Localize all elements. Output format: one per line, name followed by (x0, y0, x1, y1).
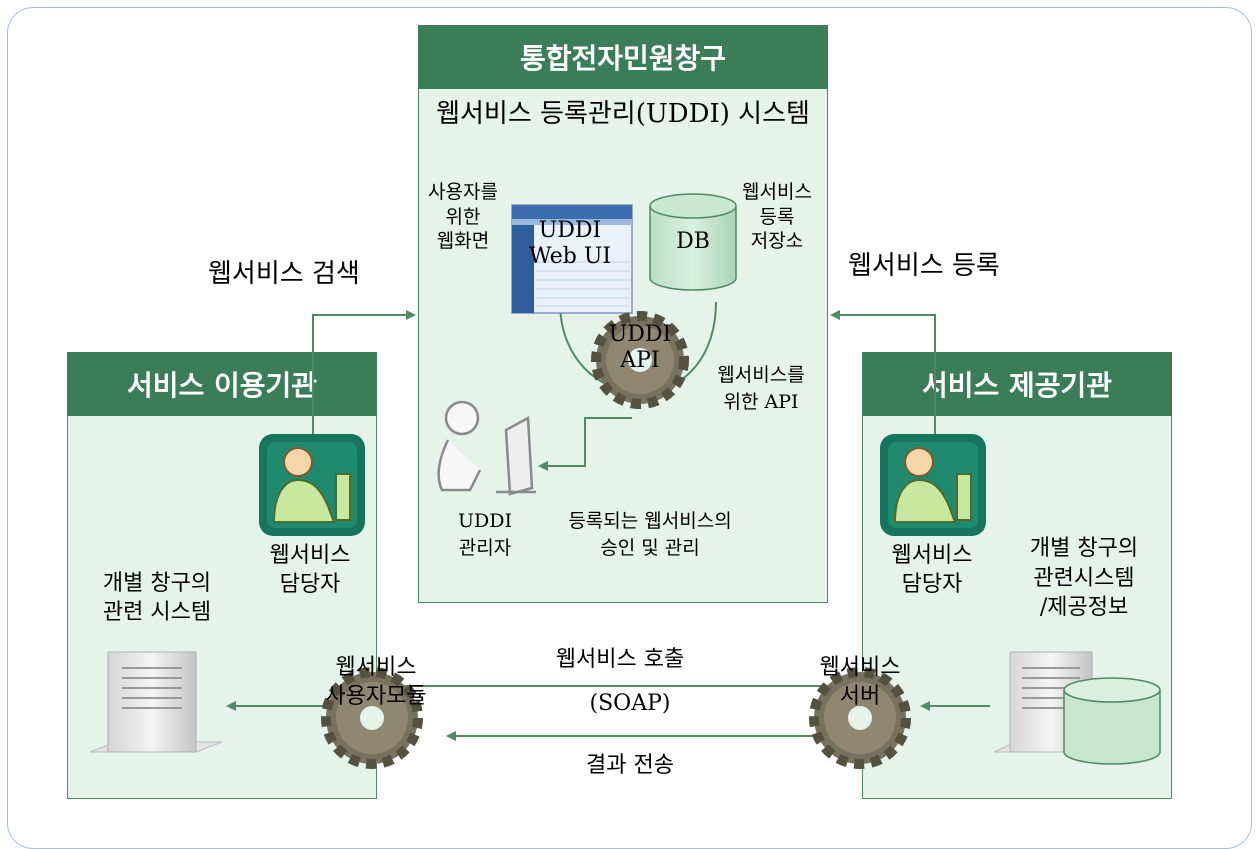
module-label: 웹서비스 사용자모듈 (325, 655, 427, 709)
server-label: 웹서비스 서버 (819, 655, 901, 709)
server-gear (809, 667, 911, 769)
right-person-label: 웹서비스 담당자 (891, 543, 973, 597)
left-server-icon (89, 651, 223, 753)
diagram-graphics (89, 193, 1161, 769)
search-label: 웹서비스 검색 (208, 259, 360, 289)
admin-caption: 등록되는 웹서비스의 승인 및 관리 (568, 510, 732, 559)
left-person-label: 웹서비스 담당자 (269, 543, 351, 597)
admin-label: UDDI 관리자 (458, 510, 512, 559)
protocol-label: (SOAP) (589, 691, 671, 716)
api-to-admin-arrow (538, 417, 632, 471)
left-header: 서비스 이용기관 (67, 352, 377, 416)
webui-caption: 사용자를 위한 웹화면 (428, 181, 498, 253)
register-label: 웹서비스 등록 (848, 251, 1000, 281)
admin-figure (437, 400, 536, 496)
search-arrow (312, 310, 416, 438)
db-cylinder (649, 193, 737, 291)
webui-label: UDDI Web UI (528, 218, 612, 270)
right-system-label: 개별 창구의 관련시스템 /제공정보 (1029, 536, 1139, 621)
register-arrow (830, 310, 936, 438)
result-label: 결과 전송 (586, 753, 674, 778)
right-header: 서비스 제공기관 (862, 352, 1172, 416)
center-header: 통합전자민원창구 (418, 25, 828, 89)
api-gear (591, 311, 689, 409)
db-caption: 웹서비스 등록 저장소 (742, 181, 812, 253)
module-gear (321, 667, 423, 769)
right-person-icon (880, 434, 986, 536)
center-panel (418, 25, 828, 603)
left-person-icon (259, 434, 365, 536)
api-caption: 웹서비스를 위한 API (717, 364, 805, 413)
db-label: DB (676, 229, 710, 254)
right-db-cylinder (1063, 677, 1161, 765)
webui-screenshot (511, 204, 633, 314)
left-system-label: 개별 창구의 관련 시스템 (102, 571, 212, 625)
api-label: UDDI API (608, 322, 672, 374)
center-subtitle: 웹서비스 등록관리(UDDI) 시스템 (436, 99, 810, 129)
call-label: 웹서비스 호출 (555, 647, 685, 672)
